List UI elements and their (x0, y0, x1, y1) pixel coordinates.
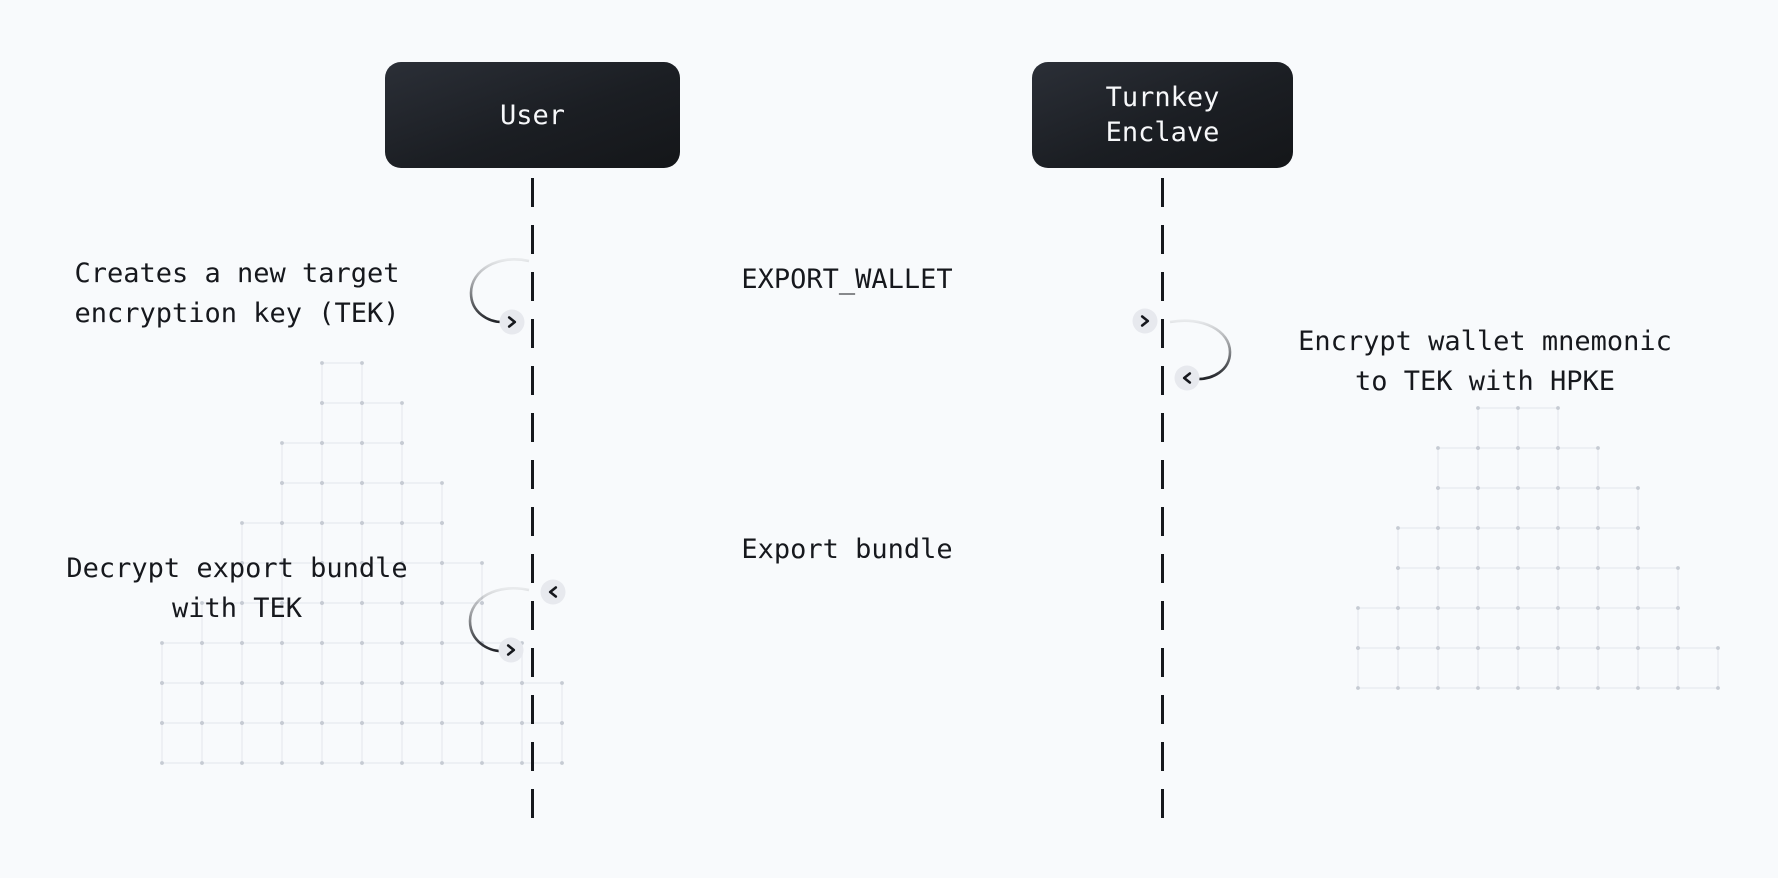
chevron-right-icon (499, 309, 525, 335)
note-encrypt-mnemonic: Encrypt wallet mnemonic to TEK with HPKE (1169, 319, 1672, 397)
note-text-line: Encrypt wallet mnemonic (1298, 326, 1672, 357)
chevron-right-icon (498, 637, 524, 663)
self-loop-arc (1169, 319, 1232, 381)
actor-label: User (500, 100, 565, 131)
note-create-tek: Creates a new target encryption key (TEK… (74, 258, 530, 335)
note-text-line: with TEK (172, 593, 303, 624)
self-loop-arc (469, 258, 530, 324)
actor-user: User (385, 62, 680, 168)
chevron-left-icon (1174, 365, 1200, 391)
message-label: Export bundle (741, 534, 952, 565)
note-text-line: Decrypt export bundle (66, 553, 407, 584)
message-export-wallet: EXPORT_WALLET (534, 264, 1158, 334)
note-text-line: encryption key (TEK) (74, 298, 399, 329)
note-decrypt-bundle: Decrypt export bundle with TEK (66, 553, 530, 663)
message-label: EXPORT_WALLET (741, 264, 952, 295)
actor-label: Enclave (1106, 117, 1220, 148)
chevron-right-icon (1132, 308, 1158, 334)
message-export-bundle: Export bundle (540, 534, 1158, 605)
actor-box (385, 62, 680, 168)
note-text-line: to TEK with HPKE (1355, 366, 1615, 397)
actor-turnkey-enclave: Turnkey Enclave (1032, 62, 1293, 168)
actor-box (1032, 62, 1293, 168)
chevron-left-icon (540, 579, 566, 605)
self-loop-arc (468, 587, 530, 653)
note-text-line: Creates a new target (74, 258, 399, 289)
grid-pattern-right (1356, 406, 1720, 690)
actor-label: Turnkey (1106, 82, 1220, 113)
